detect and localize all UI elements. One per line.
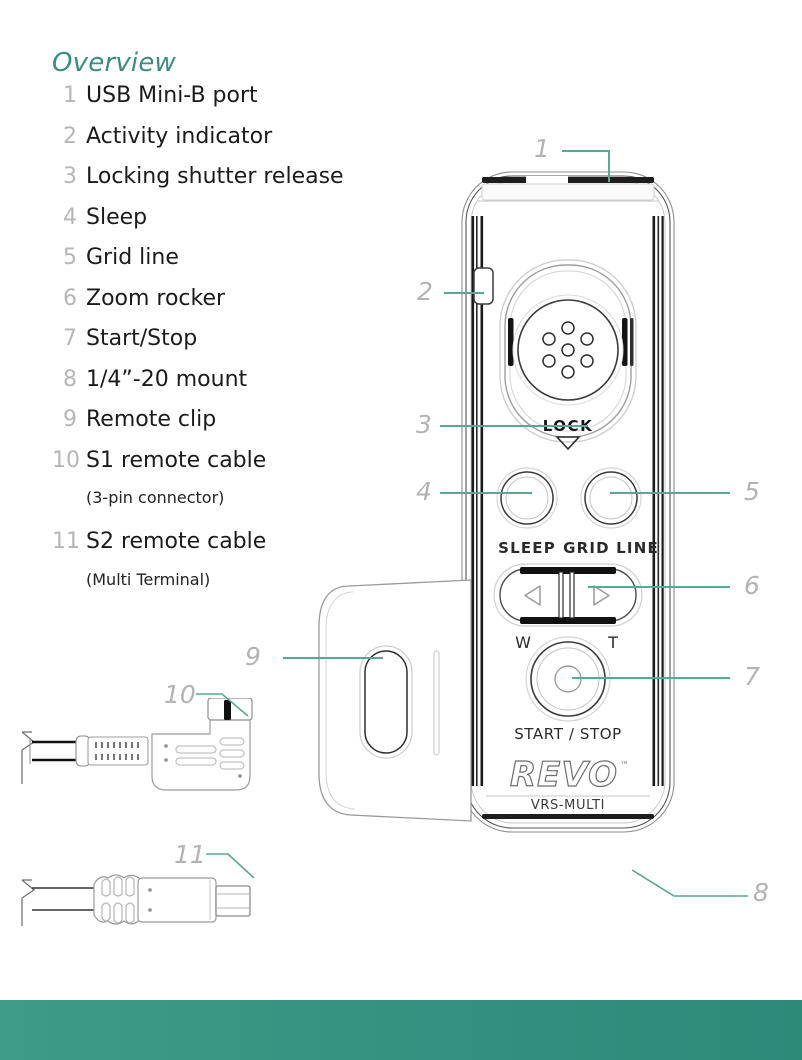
list-item-label: S1 remote cable xyxy=(86,447,267,473)
zoom-tele-arrow-icon xyxy=(593,585,610,606)
callout-number-3: 3 xyxy=(416,410,432,439)
leader-line-2 xyxy=(444,292,484,294)
list-item-number: 9 xyxy=(63,407,77,432)
callout-number-4: 4 xyxy=(416,477,432,506)
leader-line-11 xyxy=(206,853,255,879)
list-item-number: 3 xyxy=(63,164,77,189)
brand-logo: REVO ™ VRS-MULTI xyxy=(509,754,629,813)
list-item-label: USB Mini-B port xyxy=(86,83,258,108)
list-item-number: 2 xyxy=(63,123,77,149)
s1-remote-cable-diagram xyxy=(14,697,274,818)
list-item: 10 S1 remote cable xyxy=(52,447,402,491)
list-item-number: 8 xyxy=(63,366,77,392)
list-item-number: 5 xyxy=(63,245,77,270)
zoom-wide-arrow-icon xyxy=(524,585,541,606)
list-item-sublabel-row: (3-pin connector) xyxy=(52,490,402,531)
list-item-sublabel: (Multi Terminal) xyxy=(86,569,211,589)
list-item-number: 11 xyxy=(52,529,80,554)
list-item-label: Grid line xyxy=(86,245,179,270)
start-stop-label: START / STOP xyxy=(514,725,622,743)
list-item-sublabel: (3-pin connector) xyxy=(86,488,225,507)
leader-line-8 xyxy=(631,869,748,897)
list-item-label: Sleep xyxy=(86,204,148,230)
leader-line-1-vert xyxy=(608,150,610,182)
leader-line-1 xyxy=(562,150,610,152)
overview-legend: Overview 1 USB Mini-B port 2 Activity in… xyxy=(52,48,402,613)
callout-number-7: 7 xyxy=(744,662,760,691)
leader-line-7 xyxy=(572,677,730,679)
leader-line-5 xyxy=(610,492,730,494)
remote-clip-diagram xyxy=(313,578,473,823)
list-item-sublabel-row: (Multi Terminal) xyxy=(52,569,402,613)
leader-line-10 xyxy=(196,693,249,717)
leader-line-6 xyxy=(588,586,730,588)
callout-number-2: 2 xyxy=(417,277,433,306)
list-item-label: Remote clip xyxy=(86,407,217,432)
brand-name: REVO xyxy=(510,755,618,795)
list-item: 11 S2 remote cable xyxy=(52,531,402,572)
list-item-label: Activity indicator xyxy=(86,123,273,149)
list-item-number: 7 xyxy=(63,326,77,351)
sleep-label: SLEEP xyxy=(498,539,556,557)
list-item: 8 1/4”-20 mount xyxy=(52,366,402,410)
list-item: 2 Activity indicator xyxy=(52,123,402,167)
callout-number-11: 11 xyxy=(174,840,206,869)
list-item: 7 Start/Stop xyxy=(52,328,402,369)
page-title: Overview xyxy=(52,48,177,78)
leader-line-9 xyxy=(283,657,383,659)
footer-accent-bar xyxy=(0,1000,802,1060)
list-item: 9 Remote clip xyxy=(52,409,402,450)
brand-trademark: ™ xyxy=(620,761,629,771)
list-item: 6 Zoom rocker xyxy=(52,285,402,329)
callout-number-8: 8 xyxy=(753,878,769,907)
leader-line-3 xyxy=(440,425,588,427)
list-item-number: 10 xyxy=(52,447,80,473)
zoom-tele-label: T xyxy=(607,633,618,652)
list-item-label: 1/4”-20 mount xyxy=(86,366,248,392)
list-item: 1 USB Mini-B port xyxy=(52,85,402,126)
list-item-label: Locking shutter release xyxy=(86,164,344,189)
list-item-label: S2 remote cable xyxy=(86,529,267,554)
list-item-label: Start/Stop xyxy=(86,326,198,351)
callout-number-5: 5 xyxy=(744,477,760,506)
callout-number-10: 10 xyxy=(164,680,196,709)
grid-line-label: GRID LINE xyxy=(563,539,659,557)
list-item-number: 1 xyxy=(63,83,77,108)
list-item: 4 Sleep xyxy=(52,204,402,248)
callout-number-9: 9 xyxy=(245,642,261,671)
list-item-number: 6 xyxy=(63,285,77,311)
callout-number-1: 1 xyxy=(534,134,550,163)
leader-line-4 xyxy=(440,492,532,494)
remote-control-diagram: LOCK SLEEP GRID LINE xyxy=(452,168,684,836)
s2-remote-cable-diagram xyxy=(14,852,264,948)
list-item: 5 Grid line xyxy=(52,247,402,288)
callout-number-6: 6 xyxy=(744,571,760,600)
list-item-number: 4 xyxy=(63,204,77,230)
zoom-wide-label: W xyxy=(515,633,531,652)
list-item-label: Zoom rocker xyxy=(86,285,226,311)
model-name: VRS-MULTI xyxy=(531,798,605,813)
list-item: 3 Locking shutter release xyxy=(52,166,402,207)
